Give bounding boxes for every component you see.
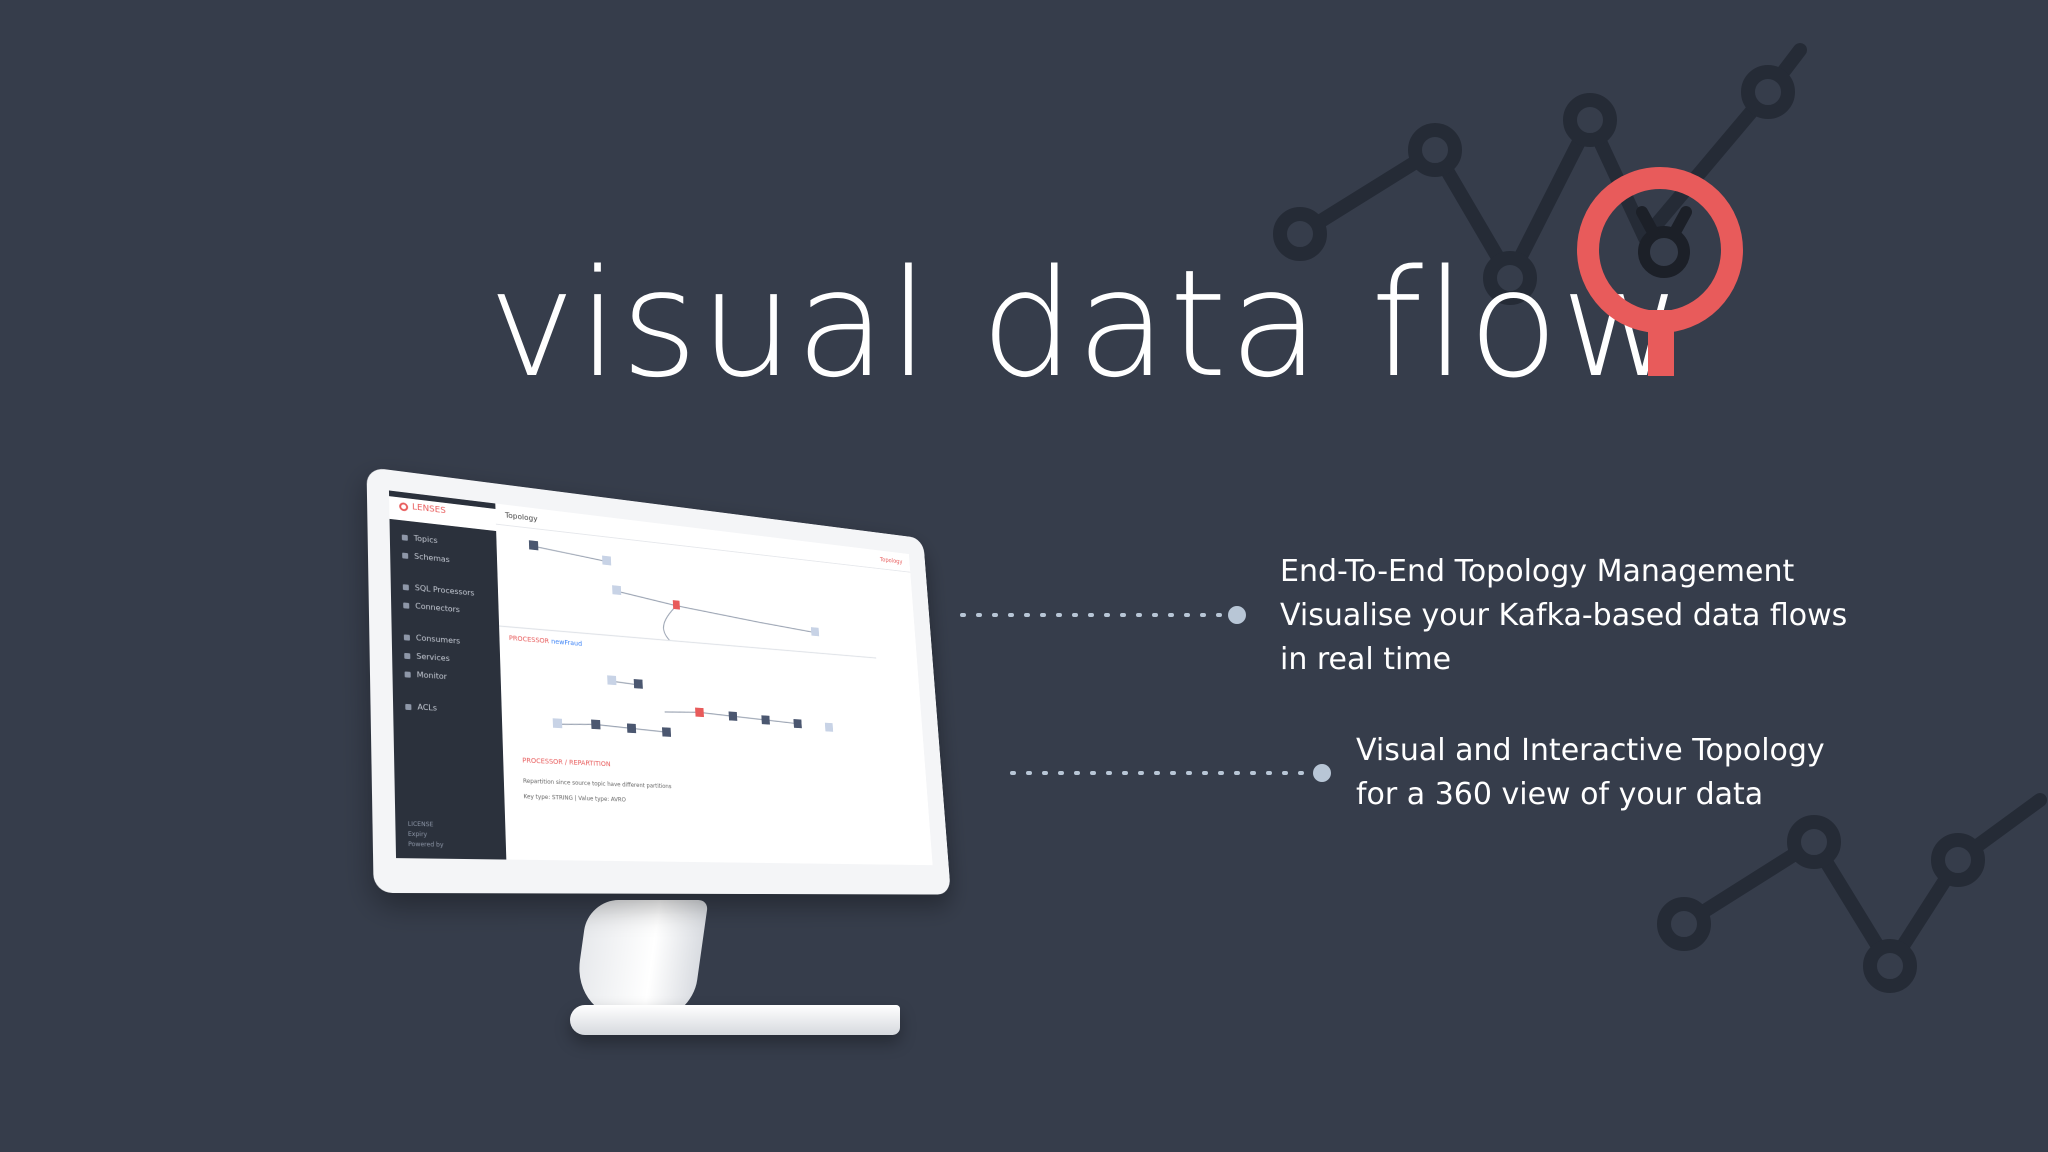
consumers-icon xyxy=(403,633,410,641)
feature-line: Visual and Interactive Topology xyxy=(1356,733,1825,768)
sql-icon xyxy=(402,583,409,591)
feature-line: Visualise your Kafka-based data flows xyxy=(1280,598,1848,633)
lenses-logo-icon xyxy=(399,501,409,512)
feature-line: for a 360 view of your data xyxy=(1356,777,1764,812)
stream-node xyxy=(661,727,672,737)
sidebar-item-label: Connectors xyxy=(415,601,460,615)
sidebar-item-label: Monitor xyxy=(416,670,448,682)
stream-node xyxy=(591,719,601,730)
monitor-bezel: LENSES Topics Schemas SQL Processors Con… xyxy=(366,466,951,895)
groupby-node xyxy=(761,715,770,725)
processor-node xyxy=(672,600,680,610)
monitor-icon xyxy=(404,670,411,678)
app-screenshot: LENSES Topics Schemas SQL Processors Con… xyxy=(388,490,933,866)
sidebar-footer: LICENSE Expiry Powered by xyxy=(395,811,506,859)
topic-node xyxy=(552,718,563,729)
powered-by-text: Powered by xyxy=(408,840,444,849)
sidebar-item-label: ACLs xyxy=(417,702,438,713)
filter-node xyxy=(728,711,738,721)
tab-topology[interactable]: Topology xyxy=(879,556,903,566)
topic-node xyxy=(612,585,622,596)
page-title: Topology xyxy=(504,510,538,523)
services-icon xyxy=(404,652,411,659)
feature-topology-management: End-To-End Topology Management Visualise… xyxy=(1280,550,1847,682)
app-sidebar: LENSES Topics Schemas SQL Processors Con… xyxy=(388,490,507,860)
table-node xyxy=(633,679,643,689)
feature-interactive-topology: Visual and Interactive Topology for a 36… xyxy=(1356,729,1825,817)
schema-icon xyxy=(402,552,409,559)
topic-node xyxy=(607,675,617,686)
feature-line: in real time xyxy=(1280,642,1452,677)
sidebar-item-label: Topics xyxy=(413,533,438,545)
monitor-screen: LENSES Topics Schemas SQL Processors Con… xyxy=(366,460,1030,895)
app-logo[interactable]: LENSES xyxy=(389,496,497,532)
topic-node xyxy=(810,627,820,637)
sidebar-item-label: Consumers xyxy=(415,633,461,646)
repartition-node xyxy=(626,723,637,734)
aggregate-node xyxy=(793,719,802,729)
monitor-stand-neck xyxy=(571,900,709,1020)
sidebar-item-label: SQL Processors xyxy=(414,583,475,598)
topic-node xyxy=(824,722,834,732)
sidebar-item-label: Services xyxy=(416,651,450,664)
sidebar-item-label: Schemas xyxy=(414,551,450,565)
list-icon xyxy=(401,534,408,541)
connector-icon xyxy=(403,601,410,609)
monitor-stand-base xyxy=(570,1005,900,1035)
app-brand: LENSES xyxy=(411,502,446,517)
acl-icon xyxy=(405,703,412,710)
monitor-mockup: LENSES Topics Schemas SQL Processors Con… xyxy=(360,460,1080,1080)
hero-title: visual data flow xyxy=(488,238,1684,410)
topic-node xyxy=(602,555,612,566)
app-main: Topology Topology xyxy=(495,503,933,866)
source-node xyxy=(528,540,539,551)
lenses-logo-icon xyxy=(1577,167,1743,376)
feature-line: End-To-End Topology Management xyxy=(1280,554,1795,589)
join-node xyxy=(695,707,704,718)
